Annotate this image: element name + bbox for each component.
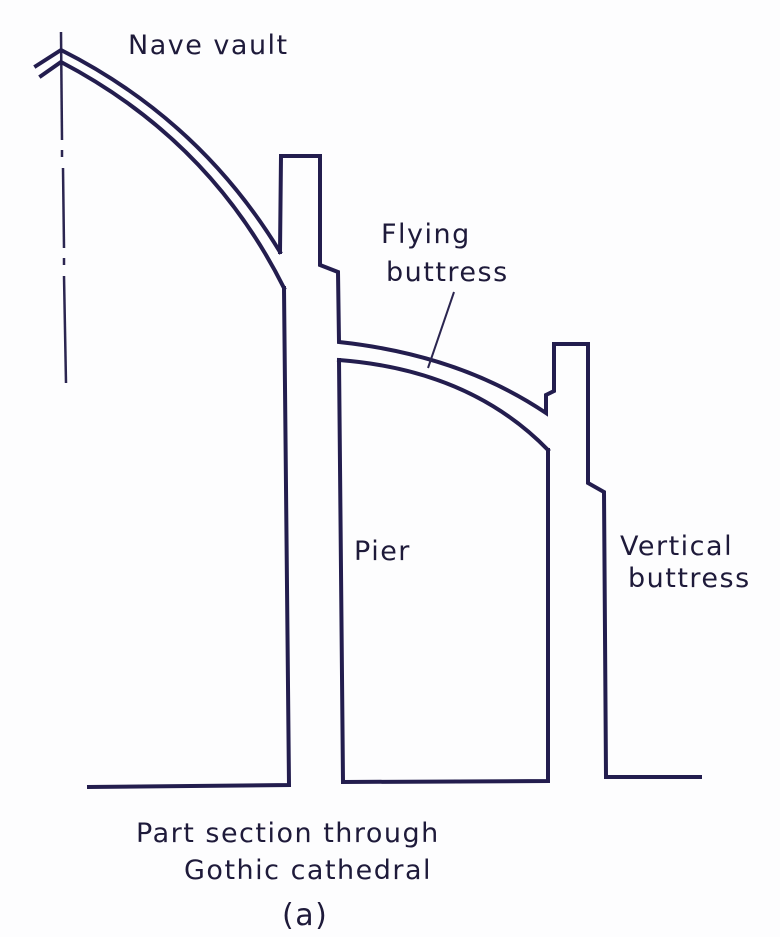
flying-buttress-label-line2: buttress <box>386 257 509 288</box>
flying-buttress-leader <box>427 291 455 369</box>
figure-label: (a) <box>282 898 329 933</box>
caption-line1: Part section through <box>136 818 440 849</box>
nave-vault-label: Nave vault <box>128 30 289 61</box>
vertical-buttress-label-line1: Vertical <box>620 531 734 562</box>
flying-buttress-label-line1: Flying <box>381 219 471 250</box>
vertical-buttress-label-line2: buttress <box>628 563 751 594</box>
pier-upper-shape <box>86 154 702 790</box>
centre-line <box>59 31 68 384</box>
nave-vault-shape <box>33 47 287 291</box>
pier-label: Pier <box>354 536 411 567</box>
caption-line2: Gothic cathedral <box>184 855 433 886</box>
